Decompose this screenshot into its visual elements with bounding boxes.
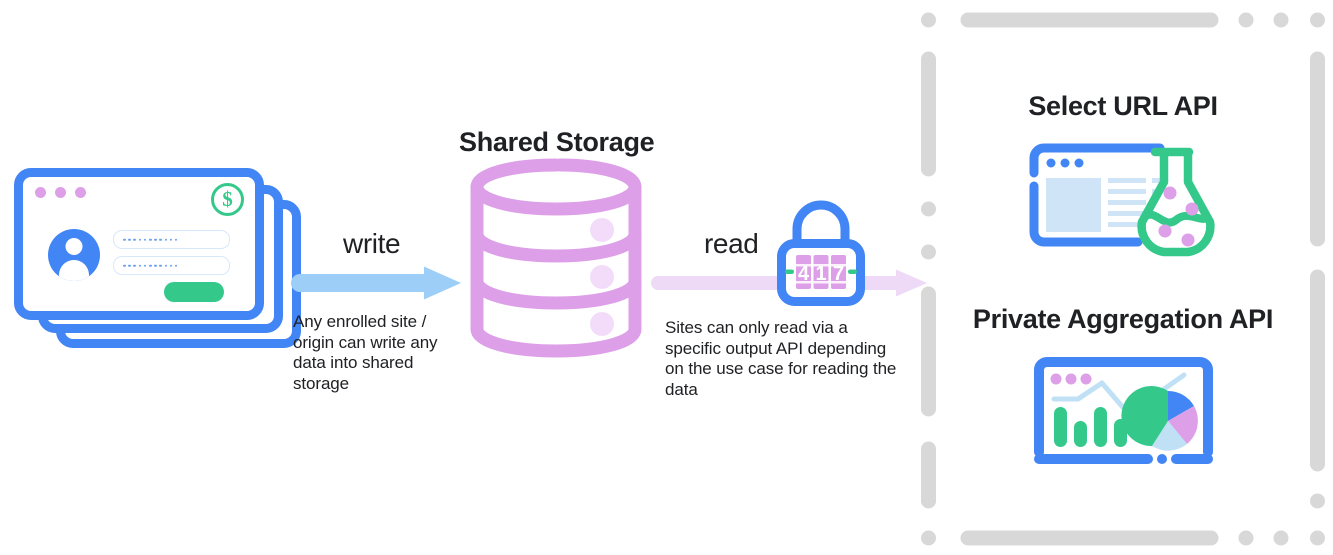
user-avatar-icon: [48, 229, 100, 281]
submit-button[interactable]: [164, 282, 224, 302]
output-api-panel: Select URL API: [921, 9, 1325, 546]
panel-dashed-border: [921, 12, 1325, 546]
window-dot-2: [55, 187, 66, 198]
password-field[interactable]: [113, 256, 230, 275]
write-label: write: [343, 228, 401, 259]
output-group-select-url-api: Select URL API: [921, 91, 1325, 261]
window-dot-3: [75, 187, 86, 198]
lock-digit-1: 4: [798, 263, 810, 285]
window-titlebar-dots: [35, 187, 86, 198]
avatar-body: [59, 260, 89, 281]
lock-digit-3: 7: [833, 263, 844, 285]
browser-with-charts-icon: [1026, 349, 1221, 474]
window-dot-1: [35, 187, 46, 198]
dollar-circle-icon: $: [211, 183, 244, 216]
private-aggregation-api-title: Private Aggregation API: [972, 304, 1274, 334]
lock-digit-2: 1: [815, 263, 826, 285]
read-description: Sites can only read via a specific outpu…: [665, 318, 897, 399]
shared-storage-title: Shared Storage: [459, 127, 655, 157]
password-masked-value: [123, 264, 178, 267]
read-label: read: [704, 228, 759, 259]
select-url-api-title: Select URL API: [1028, 91, 1218, 121]
browser-with-flask-icon: [1018, 136, 1228, 257]
username-masked-value: [123, 238, 178, 241]
write-arrow-icon: [291, 266, 462, 300]
username-field[interactable]: [113, 230, 230, 249]
combination-lock-icon: 4 1 7: [777, 200, 865, 306]
output-group-private-aggregation-api: Private Aggregation API: [921, 304, 1325, 479]
browser-window-stack: $: [14, 168, 304, 353]
write-description: Any enrolled site / origin can write any…: [293, 312, 438, 393]
database-cylinder-icon: [466, 158, 646, 358]
browser-card-front: $: [14, 168, 264, 320]
avatar-head: [65, 238, 83, 255]
dollar-symbol: $: [222, 186, 233, 211]
